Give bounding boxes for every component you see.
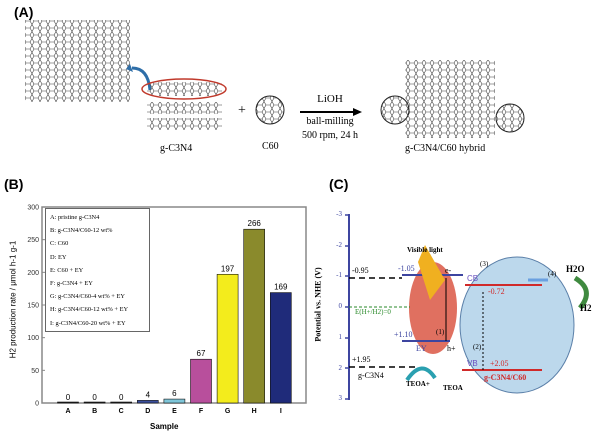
electron-label-ey: e- — [445, 266, 452, 275]
hybrid-structure — [380, 60, 525, 138]
teoa-plus-label: TEOA+ — [406, 380, 430, 388]
panel-a-scheme — [25, 20, 525, 138]
g-c3n4-cb-value: -0.95 — [352, 266, 369, 275]
h2o-label: H2O — [566, 264, 585, 274]
panel-b-label: (B) — [4, 176, 24, 192]
ey-homo-value: +1.10 — [394, 330, 413, 339]
x-tick-label-H: H — [252, 408, 257, 415]
vb-label: VB — [467, 359, 478, 368]
potential-tick-label: 2 — [338, 363, 343, 372]
plus-sign: + — [238, 103, 246, 118]
y-tick-label: 200 — [27, 270, 39, 277]
c60-molecule — [255, 95, 285, 125]
g-c3n4-vb-value: +1.95 — [352, 355, 371, 364]
visible-light-icon — [418, 245, 445, 300]
bar-G — [216, 273, 239, 404]
x-tick-label-A: A — [65, 408, 70, 415]
g-c3n4-name: g-C3N4 — [358, 371, 384, 380]
bar-F — [190, 358, 212, 404]
hybrid-particle — [459, 256, 575, 394]
bar-I — [269, 292, 292, 404]
hole-label: h+ — [447, 344, 456, 353]
y-tick-label: 0 — [35, 401, 39, 408]
step-1-label: (1) — [436, 328, 445, 336]
y-tick-label: 150 — [27, 303, 39, 310]
legend-entry: I: g-C3N4/C60-20 wt% + EY — [50, 319, 126, 327]
x-tick-label-B: B — [92, 408, 97, 415]
potential-tick-label: -2 — [336, 240, 342, 249]
data-label-C: 0 — [119, 393, 124, 402]
data-label-F: 67 — [197, 349, 206, 358]
bar-C — [110, 401, 132, 404]
ey-particle — [409, 262, 457, 354]
cb-label: CB — [467, 274, 479, 283]
h2-level-label: E(H+/H2)=0 — [355, 308, 391, 316]
bar-D — [137, 400, 159, 404]
y-tick-label: 300 — [27, 205, 39, 212]
legend-entry: A: pristine g-C3N4 — [50, 214, 100, 221]
data-label-A: 0 — [66, 393, 71, 402]
teoa-label: TEOA — [443, 384, 463, 392]
x-tick-label-I: I — [280, 408, 282, 415]
bar-A — [57, 401, 79, 404]
ey-name: EY — [416, 344, 427, 353]
legend-entry: B: g-C3N4/C60-12 wt% — [50, 227, 113, 235]
legend-entry: C: C60 — [50, 240, 69, 248]
panel-a-label: (A) — [14, 4, 34, 20]
condition-speed: 500 rpm, 24 h — [301, 130, 359, 141]
data-label-E: 6 — [172, 389, 177, 398]
hybrid-vb-value: +2.05 — [490, 359, 509, 368]
bar-H — [243, 228, 265, 404]
y-tick-label: 250 — [27, 237, 39, 244]
g-c3n4-label: g-C3N4 — [160, 143, 193, 154]
data-label-H: 266 — [248, 219, 262, 228]
ey-lumo-value: -1.05 — [398, 264, 415, 273]
legend-entry: E: C60 + EY — [50, 266, 84, 274]
step-4-label: (4) — [548, 270, 557, 278]
potential-tick-label: 0 — [338, 302, 343, 311]
legend-entry: H: g-C3N4/C60-12 wt% + EY — [50, 306, 129, 314]
x-tick-label-F: F — [199, 408, 204, 415]
potential-tick-label: 3 — [338, 394, 343, 403]
c-y-axis-label: Potential vs. NHE (V) — [313, 267, 323, 342]
potential-tick-label: 1 — [338, 332, 343, 341]
chart-legend: A: pristine g-C3N4 B: g-C3N4/C60-12 wt% C:… — [45, 208, 150, 332]
hybrid-label: g-C3N4/C60 hybrid — [405, 143, 486, 154]
g-c3n4-structure — [25, 20, 130, 102]
legend-entry: G: g-C3N4/C60-4 wt% + EY — [50, 293, 125, 301]
reagent-label: LiOH — [317, 93, 343, 105]
hybrid-cb-value: -0.72 — [488, 287, 505, 296]
potential-tick-label: -1 — [336, 271, 342, 280]
h2-label: H2 — [580, 303, 592, 313]
step-2-label: (2) — [473, 343, 482, 351]
x-tick-label-C: C — [119, 408, 124, 415]
x-tick-label-E: E — [172, 408, 177, 415]
layered-sheets — [141, 78, 227, 130]
legend-entry: D: EY — [50, 253, 67, 261]
c60-label: C60 — [262, 141, 279, 152]
condition-milling: ball-milling — [306, 116, 354, 127]
bar-B — [83, 401, 106, 404]
x-axis-label: Sample — [150, 422, 179, 431]
hybrid-name: g-C3N4/C60 — [484, 373, 527, 382]
data-label-D: 4 — [146, 390, 151, 399]
data-label-I: 169 — [274, 283, 288, 292]
panel-c-label: (C) — [329, 176, 349, 192]
h2o-to-h2-arrow — [573, 275, 589, 310]
x-tick-label-G: G — [225, 408, 231, 415]
legend-entry: F: g-C3N4 + EY — [50, 280, 93, 288]
y-tick-label: 100 — [27, 335, 39, 342]
data-label-G: 197 — [221, 264, 235, 273]
potential-tick-label: -3 — [336, 210, 342, 218]
x-tick-label-D: D — [145, 408, 150, 415]
visible-light-label: Visible light — [407, 246, 443, 254]
bar-E — [163, 398, 186, 404]
data-label-B: 0 — [92, 393, 97, 402]
teoa-oxidation-arrow — [405, 366, 437, 382]
step-3-label: (3) — [480, 260, 489, 268]
y-tick-label: 50 — [31, 368, 39, 375]
